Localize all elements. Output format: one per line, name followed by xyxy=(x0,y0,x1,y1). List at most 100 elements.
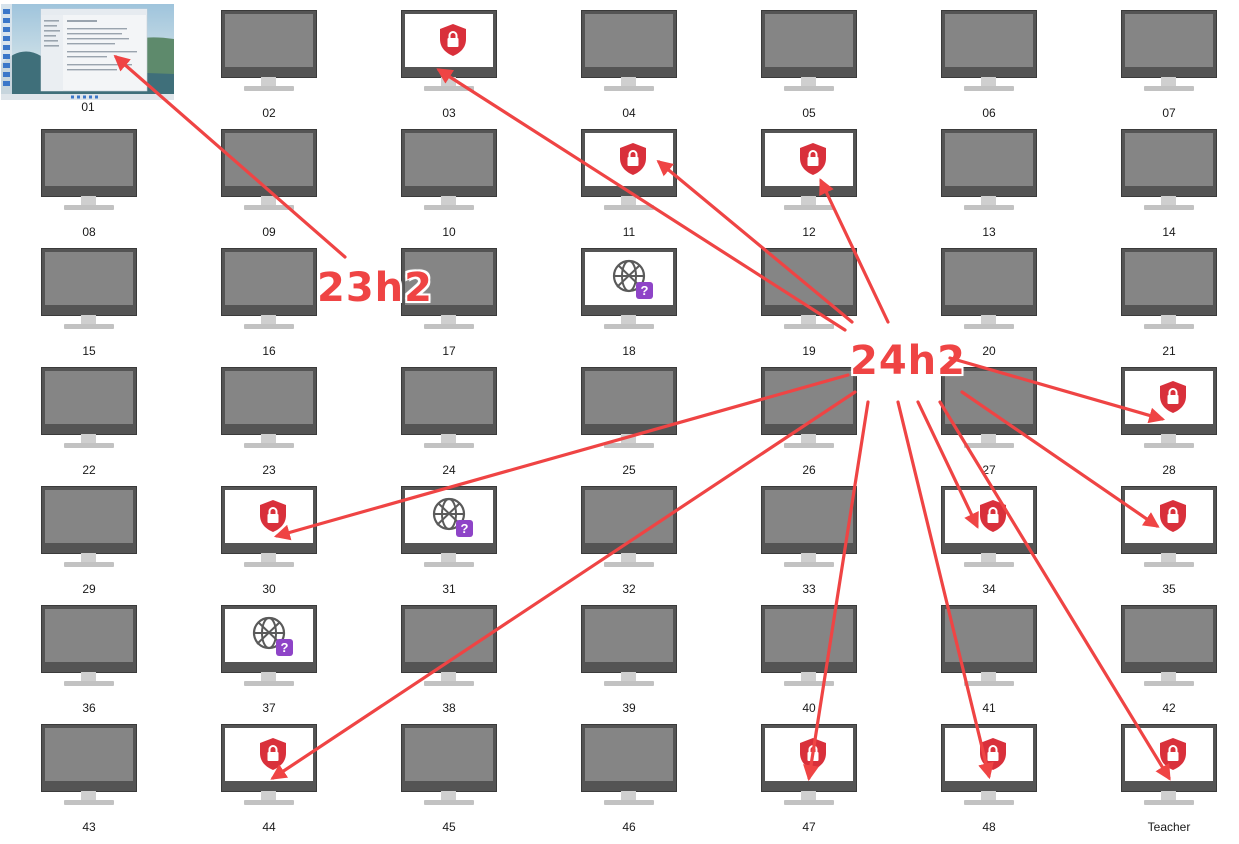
computer-label: 40 xyxy=(802,701,816,715)
monitor-icon xyxy=(221,367,317,449)
monitor-icon xyxy=(941,248,1037,330)
computer-08[interactable]: 08 xyxy=(41,129,137,249)
computer-label: 03 xyxy=(442,106,456,120)
computer-label: Teacher xyxy=(1147,820,1191,834)
shield-lock-icon xyxy=(798,737,828,771)
computer-43[interactable]: 43 xyxy=(41,724,137,844)
monitor-screen xyxy=(1125,14,1213,67)
computer-48[interactable]: 48 xyxy=(941,724,1037,844)
computer-44[interactable]: 44 xyxy=(221,724,317,844)
computer-11[interactable]: 11 xyxy=(581,129,677,249)
computer-19[interactable]: 19 xyxy=(761,248,857,368)
computer-42[interactable]: 42 xyxy=(1121,605,1217,725)
screen-thumbnail xyxy=(1,4,174,105)
computer-29[interactable]: 29 xyxy=(41,486,137,606)
computer-06[interactable]: 06 xyxy=(941,10,1037,130)
monitor-icon xyxy=(41,129,137,211)
computer-34[interactable]: 34 xyxy=(941,486,1037,606)
monitor-icon xyxy=(941,486,1037,568)
shield-lock-icon xyxy=(1158,737,1188,771)
computer-03[interactable]: 03 xyxy=(401,10,497,130)
computer-07[interactable]: 07 xyxy=(1121,10,1217,130)
computer-24[interactable]: 24 xyxy=(401,367,497,487)
monitor-screen: ? xyxy=(405,490,493,543)
computer-22[interactable]: 22 xyxy=(41,367,137,487)
monitor-icon xyxy=(221,248,317,330)
computer-20[interactable]: 20 xyxy=(941,248,1037,368)
shield-lock-icon xyxy=(258,737,288,771)
computer-27[interactable]: 27 xyxy=(941,367,1037,487)
computer-16[interactable]: 16 xyxy=(221,248,317,368)
computer-label: 05 xyxy=(802,106,816,120)
monitor-icon xyxy=(761,129,857,211)
computer-13[interactable]: 13 xyxy=(941,129,1037,249)
computer-label: 02 xyxy=(262,106,276,120)
monitor-icon xyxy=(41,605,137,687)
computer-32[interactable]: 32 xyxy=(581,486,677,606)
monitor-icon xyxy=(41,367,137,449)
computer-41[interactable]: 41 xyxy=(941,605,1037,725)
monitor-icon xyxy=(221,724,317,806)
monitor-screen xyxy=(1125,490,1213,543)
computer-26[interactable]: 26 xyxy=(761,367,857,487)
monitor-screen xyxy=(945,14,1033,67)
computer-label: 07 xyxy=(1162,106,1176,120)
computer-35[interactable]: 35 xyxy=(1121,486,1217,606)
monitor-icon xyxy=(401,605,497,687)
computer-10[interactable]: 10 xyxy=(401,129,497,249)
monitor-icon xyxy=(1121,486,1217,568)
computer-25[interactable]: 25 xyxy=(581,367,677,487)
computer-label: 43 xyxy=(82,820,96,834)
monitor-screen xyxy=(765,14,853,67)
shield-lock-icon xyxy=(798,142,828,176)
computer-02[interactable]: 02 xyxy=(221,10,317,130)
monitor-screen xyxy=(1125,609,1213,662)
computer-47[interactable]: 47 xyxy=(761,724,857,844)
computer-14[interactable]: 14 xyxy=(1121,129,1217,249)
computer-12[interactable]: 12 xyxy=(761,129,857,249)
computer-28[interactable]: 28 xyxy=(1121,367,1217,487)
computer-label: 24 xyxy=(442,463,456,477)
computer-label: 46 xyxy=(622,820,636,834)
monitor-screen xyxy=(45,252,133,305)
monitor-screen xyxy=(945,252,1033,305)
monitor-icon xyxy=(761,605,857,687)
computer-15[interactable]: 15 xyxy=(41,248,137,368)
computer-39[interactable]: 39 xyxy=(581,605,677,725)
computer-37[interactable]: ?37 xyxy=(221,605,317,725)
computer-38[interactable]: 38 xyxy=(401,605,497,725)
monitor-icon: ? xyxy=(401,486,497,568)
computer-label: 47 xyxy=(802,820,816,834)
monitor-icon xyxy=(401,10,497,92)
monitor-screen xyxy=(1125,371,1213,424)
computer-04[interactable]: 04 xyxy=(581,10,677,130)
computer-label: 18 xyxy=(622,344,636,358)
computer-36[interactable]: 36 xyxy=(41,605,137,725)
computer-01[interactable]: 01 xyxy=(1,4,174,114)
monitor-screen xyxy=(405,371,493,424)
computer-label: 08 xyxy=(82,225,96,239)
computer-30[interactable]: 30 xyxy=(221,486,317,606)
computer-23[interactable]: 23 xyxy=(221,367,317,487)
computer-31[interactable]: ?31 xyxy=(401,486,497,606)
computer-21[interactable]: 21 xyxy=(1121,248,1217,368)
monitor-icon: ? xyxy=(581,248,677,330)
monitor-screen xyxy=(405,133,493,186)
computer-40[interactable]: 40 xyxy=(761,605,857,725)
computer-45[interactable]: 45 xyxy=(401,724,497,844)
computer-18[interactable]: ? 18 xyxy=(581,248,677,368)
monitor-screen xyxy=(225,490,313,543)
monitor-icon: ? xyxy=(221,605,317,687)
monitor-icon xyxy=(1121,129,1217,211)
computer-05[interactable]: 05 xyxy=(761,10,857,130)
shield-lock-icon xyxy=(258,499,288,533)
computer-teacher[interactable]: Teacher xyxy=(1121,724,1217,844)
computer-label: 10 xyxy=(442,225,456,239)
computer-label: 15 xyxy=(82,344,96,358)
shield-lock-icon xyxy=(618,142,648,176)
computer-09[interactable]: 09 xyxy=(221,129,317,249)
computer-label: 32 xyxy=(622,582,636,596)
computer-46[interactable]: 46 xyxy=(581,724,677,844)
monitor-icon xyxy=(1121,724,1217,806)
computer-33[interactable]: 33 xyxy=(761,486,857,606)
